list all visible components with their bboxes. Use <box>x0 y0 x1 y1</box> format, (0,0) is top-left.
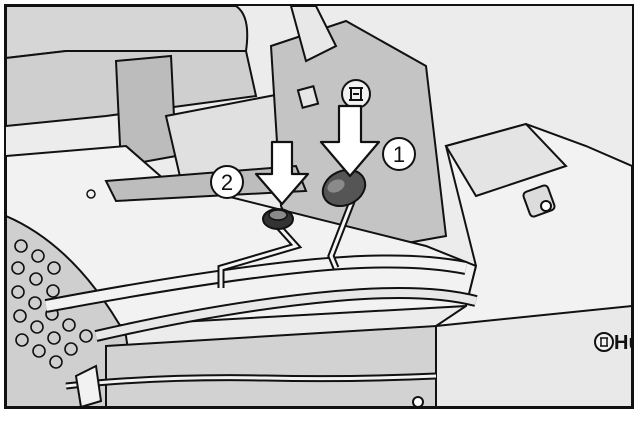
callout-number: 1 <box>393 142 405 167</box>
seat-adjustment-lever <box>321 169 367 270</box>
seat-adjustment-lever-knob <box>321 169 367 207</box>
husqvarna-logo-icon <box>341 79 371 109</box>
right-fender-hood: Hu <box>435 122 632 407</box>
control-knob <box>262 208 294 230</box>
rear-wheel <box>6 214 138 407</box>
brand-lettering: Hu <box>614 332 632 354</box>
callout-1: 1 <box>382 137 416 171</box>
control-rod <box>217 208 303 288</box>
mower-deck <box>65 324 437 407</box>
callout-number: 2 <box>221 170 233 195</box>
arrow-down-icon <box>319 104 381 178</box>
callout-2: 2 <box>210 165 244 199</box>
frame-tube <box>44 254 478 342</box>
arrow-down-icon <box>254 140 310 206</box>
mower-drawing: Hu <box>6 6 632 407</box>
panel-square-marker <box>296 85 320 109</box>
husqvarna-logo-icon <box>594 332 614 352</box>
illustration-frame: Hu <box>4 4 634 409</box>
